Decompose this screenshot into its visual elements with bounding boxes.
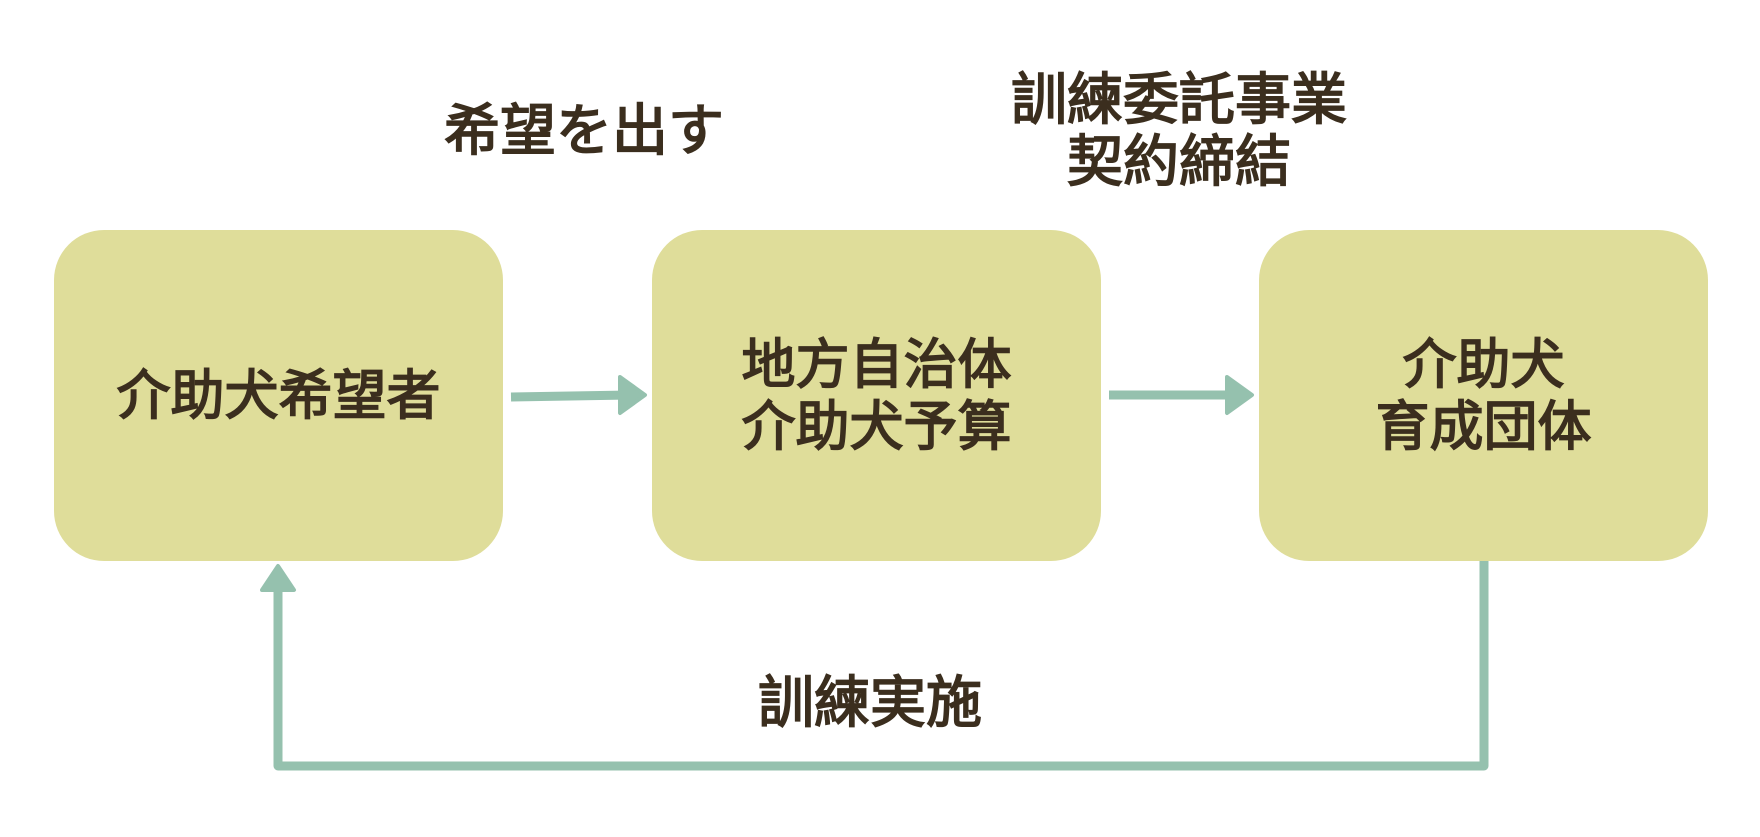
edge-label-training: 訓練実施 xyxy=(758,671,982,736)
node-label: 育成団体 xyxy=(1375,394,1592,458)
node-applicant: 介助犬希望者 xyxy=(54,230,503,561)
edge-label-contract-line2: 契約締結 xyxy=(1067,130,1291,195)
edge-label-contract-line1: 訓練委託事業 xyxy=(1011,68,1347,133)
arrowhead-2 xyxy=(1225,375,1254,415)
node-label: 介助犬予算 xyxy=(741,394,1012,458)
node-label: 地方自治体 xyxy=(741,332,1012,396)
arrow-organization-to-applicant xyxy=(273,561,1489,771)
arrow-applicant-to-government xyxy=(510,390,631,402)
node-local-government: 地方自治体 介助犬予算 xyxy=(652,230,1101,561)
node-label: 介助犬希望者 xyxy=(116,363,441,427)
arrowhead-3 xyxy=(260,564,296,592)
node-label: 介助犬 xyxy=(1402,332,1565,396)
edge-label-request: 希望を出す xyxy=(444,99,724,164)
arrowhead-1 xyxy=(618,375,647,415)
node-training-organization: 介助犬 育成団体 xyxy=(1259,230,1708,561)
